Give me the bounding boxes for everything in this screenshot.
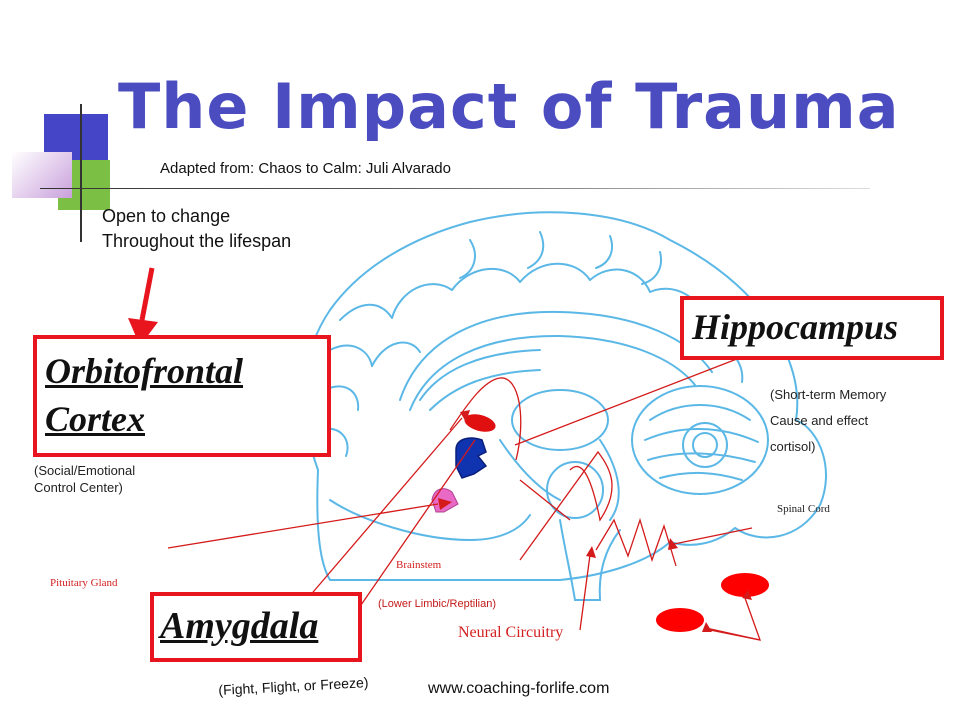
brainstem-label: Brainstem xyxy=(396,559,441,571)
hippocampus-description: (Short-term Memory Cause and effect cort… xyxy=(770,382,886,460)
ofc-box: Orbitofrontal Cortex xyxy=(33,335,331,457)
hippo-desc-line-3: cortisol) xyxy=(770,434,886,460)
spinal-cord-label: Spinal Cord xyxy=(777,503,830,515)
pons xyxy=(547,462,603,518)
pituitary-label: Pituitary Gland xyxy=(50,577,118,589)
blue-structure xyxy=(456,438,486,478)
red-oval-2 xyxy=(656,608,704,632)
ofc-desc-line-1: (Social/Emotional xyxy=(34,462,135,479)
neural-circuitry-label: Neural Circuitry xyxy=(458,624,563,642)
amygdala-label: Amygdala xyxy=(160,604,318,648)
hippo-desc-line-1: (Short-term Memory xyxy=(770,382,886,408)
website-label: www.coaching-forlife.com xyxy=(428,680,609,698)
hippo-desc-line-2: Cause and effect xyxy=(770,408,886,434)
ofc-label-line-1: Orbitofrontal xyxy=(45,349,243,393)
brainstem-shape xyxy=(560,520,620,600)
cerebellum xyxy=(632,386,768,494)
red-oval-1 xyxy=(721,573,769,597)
amygdala-box: Amygdala xyxy=(150,592,362,662)
hippocampus-label: Hippocampus xyxy=(692,306,898,348)
ofc-label-line-2: Cortex xyxy=(45,397,145,441)
ofc-desc-line-2: Control Center) xyxy=(34,479,135,496)
limbic-label: (Lower Limbic/Reptilian) xyxy=(378,598,496,610)
ofc-description: (Social/Emotional Control Center) xyxy=(34,462,135,496)
hippocampus-box: Hippocampus xyxy=(680,296,944,360)
